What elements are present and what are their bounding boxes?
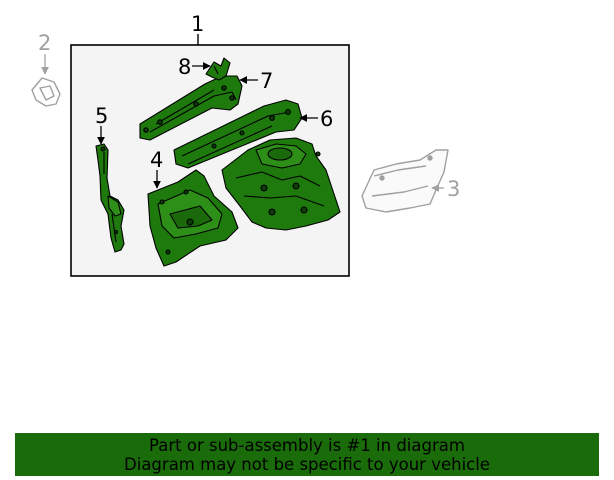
callout-8[interactable]: 8 <box>178 55 192 79</box>
part-4[interactable] <box>147 169 239 267</box>
callout-6[interactable]: 6 <box>320 107 334 131</box>
callout-4[interactable]: 4 <box>150 148 164 172</box>
callout-7[interactable]: 7 <box>260 69 274 93</box>
callout-1[interactable]: 1 <box>191 12 205 36</box>
callout-5[interactable]: 5 <box>95 104 109 128</box>
banner-line-1: Part or sub-assembly is #1 in diagram <box>149 436 465 455</box>
part-8[interactable] <box>205 57 231 81</box>
callout-3[interactable]: 3 <box>447 177 461 201</box>
part-5[interactable] <box>95 143 125 253</box>
disclaimer-banner: Part or sub-assembly is #1 in diagram Di… <box>15 433 599 476</box>
part-2-ghost <box>31 77 61 107</box>
part-6[interactable] <box>173 99 303 169</box>
part-3-ghost <box>361 149 449 213</box>
callout-2[interactable]: 2 <box>38 31 52 55</box>
banner-line-2: Diagram may not be specific to your vehi… <box>124 455 490 474</box>
part-shock-tower[interactable] <box>221 137 341 231</box>
